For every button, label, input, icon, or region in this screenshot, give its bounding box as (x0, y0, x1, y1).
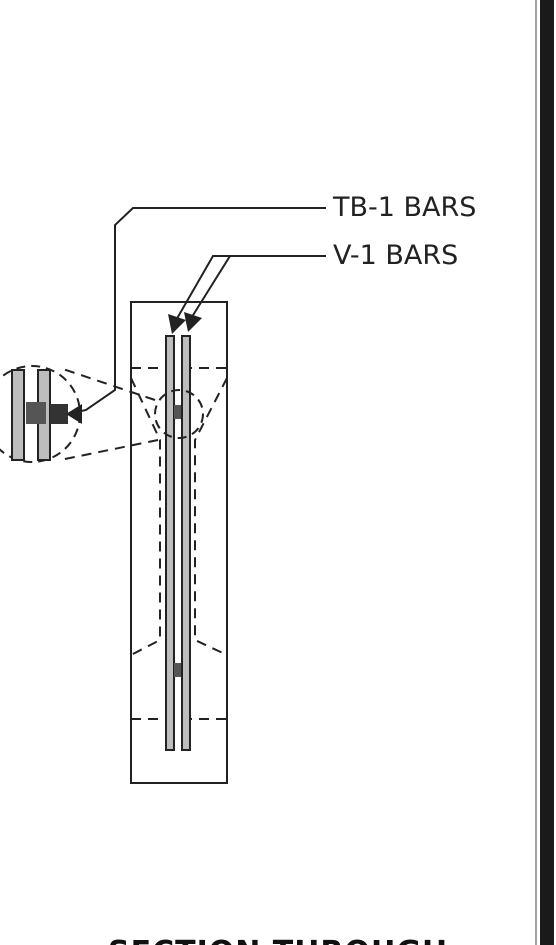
sheet-border (540, 0, 554, 945)
v1-leader-arrow-right (184, 312, 202, 332)
v1-leader-arrow-left (168, 314, 186, 334)
enlarged-bar-left (11, 369, 25, 461)
wall-outline (130, 301, 228, 784)
bar-mark-lower (174, 663, 181, 677)
enlarged-bar-mark (26, 402, 46, 424)
v1-leader-line (189, 255, 326, 321)
enlarged-tie-bar (50, 404, 68, 424)
tb1-leader-arrow (66, 404, 82, 424)
dashed-profile-right (194, 377, 228, 656)
tb1-bars-label: TB-1 BARS (332, 192, 476, 223)
vertical-bar-right (181, 335, 191, 751)
section-caption: SECTION THROUGH (108, 935, 448, 945)
tb1-leader-line (67, 207, 326, 415)
dashed-profile-left (130, 377, 161, 656)
vertical-bar-left (165, 335, 175, 751)
v1-bars-label: V-1 BARS (333, 240, 458, 271)
projection-line-lower (59, 439, 159, 461)
detail-circle (154, 389, 204, 439)
v1-leader-line-2 (174, 255, 230, 323)
bar-mark-upper (174, 405, 181, 419)
